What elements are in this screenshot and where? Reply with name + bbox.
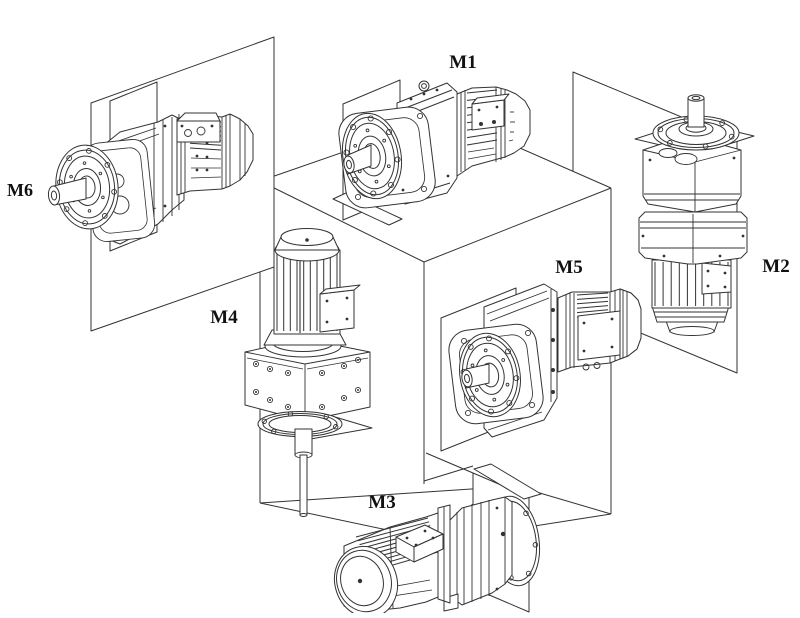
svg-text:M5: M5 <box>555 257 582 278</box>
svg-text:M6: M6 <box>7 180 33 200</box>
svg-text:M3: M3 <box>368 492 395 513</box>
svg-text:M1: M1 <box>449 52 476 73</box>
svg-text:M2: M2 <box>762 256 789 277</box>
svg-text:M4: M4 <box>210 307 238 328</box>
